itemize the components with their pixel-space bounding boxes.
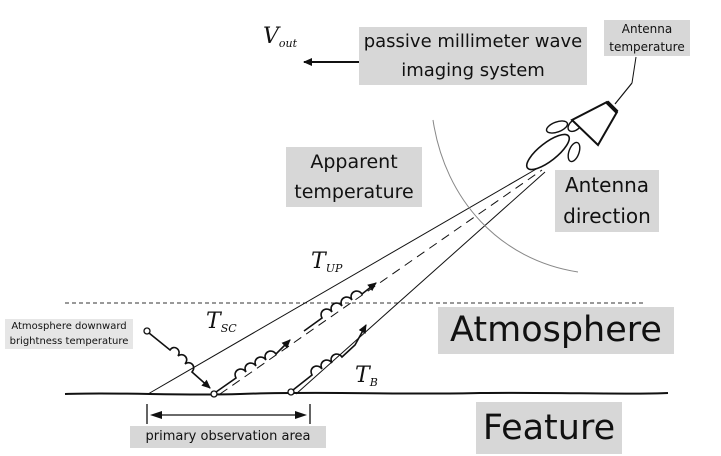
symbol-vout-base: V xyxy=(263,24,279,49)
downward-radiation-arrow xyxy=(143,327,211,389)
downward-brightness-label-line2: brightness temperature xyxy=(9,336,129,347)
symbol-tsc-base: T xyxy=(206,309,221,334)
horn-antenna-icon xyxy=(570,56,637,147)
symbol-vout-sub: out xyxy=(278,37,298,50)
downward-brightness-label-line1: Atmosphere downward xyxy=(11,321,127,332)
symbol-tup-sub: UP xyxy=(325,262,343,275)
symbol-tb: TB xyxy=(355,365,378,394)
symbol-tsc: TSC xyxy=(206,311,237,340)
antenna-temperature-label-line2: temperature xyxy=(609,40,685,54)
imaging-system-label-line1: passive millimeter wave xyxy=(363,31,583,52)
beam-edge-right xyxy=(295,171,546,395)
symbol-vout: Vout xyxy=(263,26,297,55)
antenna-lobe-arc xyxy=(432,119,579,273)
antenna-pattern-icon xyxy=(525,117,583,171)
antenna-direction-label: Antenna direction xyxy=(555,170,659,232)
antenna-temperature-label-line1: Antenna xyxy=(621,22,673,36)
apparent-temperature-label: Apparent temperature xyxy=(286,147,422,207)
feature-label: Feature xyxy=(476,402,622,454)
symbol-tb-base: T xyxy=(355,363,370,388)
apparent-temperature-label-line2: temperature xyxy=(294,181,414,203)
symbol-tup: TUP xyxy=(311,251,342,280)
symbol-tsc-sub: SC xyxy=(220,322,237,335)
imaging-system-label-line2: imaging system xyxy=(401,60,545,81)
scattered-radiation-arrow xyxy=(210,339,291,398)
antenna-direction-label-line2: direction xyxy=(563,204,651,228)
observation-area-label: primary observation area xyxy=(130,426,326,448)
beam-edge-left xyxy=(147,167,539,395)
downward-brightness-label: Atmosphere downward brightness temperatu… xyxy=(5,319,133,349)
symbol-tb-sub: B xyxy=(369,376,378,389)
atmosphere-label: Atmosphere xyxy=(438,307,674,354)
symbol-tup-base: T xyxy=(311,249,326,274)
feature-emission-arrow xyxy=(287,324,367,396)
ground-surface-line xyxy=(64,391,669,396)
imaging-system-label: passive millimeter wave imaging system xyxy=(359,27,587,85)
antenna-temperature-label: Antenna temperature xyxy=(604,20,690,56)
upward-radiation-arrow xyxy=(303,282,377,332)
beam-center-dashed xyxy=(219,169,543,395)
apparent-temperature-label-line1: Apparent xyxy=(310,151,398,173)
observation-area-dimension xyxy=(146,404,311,424)
antenna-direction-label-line1: Antenna xyxy=(564,173,650,197)
